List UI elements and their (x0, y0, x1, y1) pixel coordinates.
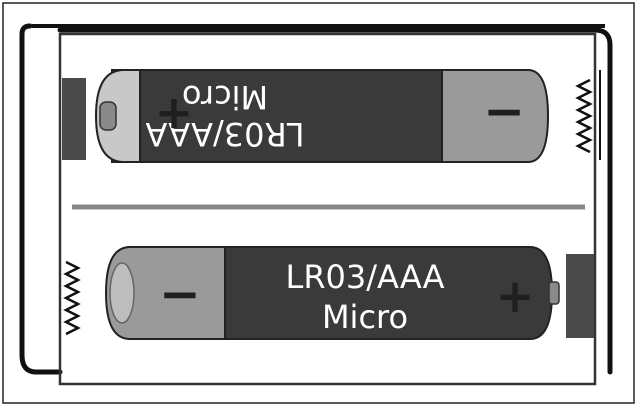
battery-top-body (111, 69, 443, 163)
battery-bottom-spring (63, 260, 81, 336)
battery-top-plus-contact (62, 78, 86, 160)
battery-top-cap (94, 69, 141, 163)
battery-bottom-plus-contact (566, 254, 594, 338)
battery-bottom-label-line1: LR03/AAA (285, 258, 444, 296)
battery-top-nub (99, 101, 117, 131)
battery-bottom-minus-symbol: − (159, 265, 201, 323)
battery-top-label-line1: LR03/AAA (145, 115, 304, 153)
compartment-frame (19, 23, 613, 375)
battery-bottom-minus-end (104, 246, 233, 340)
battery-top-minus-end (434, 69, 550, 163)
battery-top-spring (575, 78, 593, 154)
battery-top: LR03/AAA Micro − + (62, 69, 601, 163)
battery-top-plus-symbol: + (155, 88, 194, 142)
battery-bottom-nub (548, 281, 560, 305)
battery-bottom-plus-symbol: + (496, 269, 535, 323)
battery-bottom-minus-disc (109, 262, 135, 324)
battery-top-label-line2: Micro (182, 78, 268, 116)
battery-top-minus-symbol: − (483, 85, 525, 143)
battery-bottom: LR03/AAA Micro − + (63, 246, 594, 340)
battery-tray (58, 32, 597, 386)
battery-bottom-label-line2: Micro (322, 298, 408, 336)
